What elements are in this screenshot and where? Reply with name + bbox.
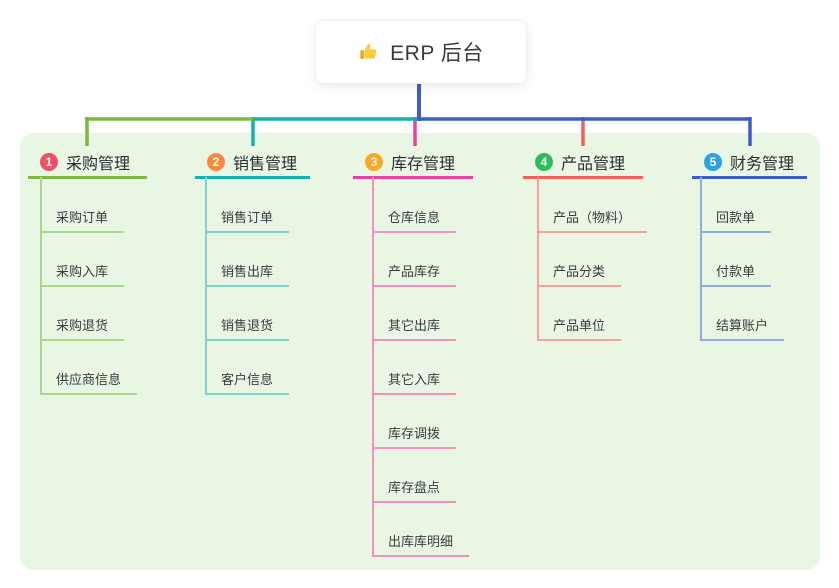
child-row: 回款单	[700, 179, 784, 233]
mindmap-child-node[interactable]: 采购入库	[40, 261, 125, 287]
mindmap-root-node[interactable]: ERP 后台	[315, 20, 527, 84]
branch-children: 采购订单采购入库采购退货供应商信息	[40, 179, 138, 395]
mindmap-branch-node[interactable]: 5 财务管理	[692, 148, 807, 176]
mindmap-child-node[interactable]: 产品库存	[372, 261, 457, 287]
child-row: 库存盘点	[372, 449, 469, 503]
mindmap-child-node[interactable]: 仓库信息	[372, 207, 457, 233]
child-row: 库存调拨	[372, 395, 469, 449]
mindmap-child-node[interactable]: 销售退货	[205, 315, 290, 341]
child-row: 付款单	[700, 233, 784, 287]
mindmap-branch-node[interactable]: 3 库存管理	[353, 148, 473, 176]
child-row: 产品分类	[537, 233, 647, 287]
child-row: 其它入库	[372, 341, 469, 395]
child-row: 仓库信息	[372, 179, 469, 233]
mindmap-branch-node[interactable]: 2 销售管理	[195, 148, 310, 176]
child-row: 销售出库	[205, 233, 290, 287]
branch-number-badge: 2	[207, 153, 225, 171]
child-row: 出库库明细	[372, 503, 470, 557]
branch-number-badge: 3	[365, 153, 383, 171]
mindmap-child-node[interactable]: 供应商信息	[40, 369, 138, 395]
mindmap-child-node[interactable]: 其它出库	[372, 315, 457, 341]
branch-node-label: 采购管理	[66, 156, 131, 173]
branch-number-badge: 4	[535, 153, 553, 171]
branch-node-label: 财务管理	[730, 156, 795, 173]
mindmap-child-node[interactable]: 采购订单	[40, 207, 125, 233]
mindmap-child-node[interactable]: 其它入库	[372, 369, 457, 395]
branch-underline	[353, 176, 473, 179]
mindmap-child-node[interactable]: 销售出库	[205, 261, 290, 287]
child-row: 结算账户	[700, 287, 785, 341]
branch-underline	[195, 176, 310, 179]
mindmap-child-node[interactable]: 采购退货	[40, 315, 125, 341]
branch-children: 仓库信息产品库存其它出库其它入库库存调拨库存盘点出库库明细	[372, 179, 470, 557]
branch-underline	[692, 176, 807, 179]
thumbs-up-icon	[358, 41, 380, 63]
branch-underline	[28, 176, 147, 179]
mindmap-child-node[interactable]: 库存盘点	[372, 477, 457, 503]
child-row: 产品（物料）	[537, 179, 648, 233]
child-row: 客户信息	[205, 341, 290, 395]
mindmap-child-node[interactable]: 产品（物料）	[537, 207, 648, 233]
child-row: 采购退货	[40, 287, 137, 341]
branches-panel	[20, 133, 820, 570]
child-row: 采购订单	[40, 179, 137, 233]
branch-node-label: 产品管理	[561, 156, 626, 173]
child-row: 其它出库	[372, 287, 469, 341]
branch-number-badge: 1	[40, 153, 58, 171]
mindmap-child-node[interactable]: 付款单	[700, 261, 772, 287]
branch-underline	[523, 176, 643, 179]
branch-child-connector	[537, 177, 539, 341]
child-row: 销售退货	[205, 287, 290, 341]
branch-child-connector	[372, 177, 374, 557]
branch-number-badge: 5	[704, 153, 722, 171]
mindmap-branch-node[interactable]: 4 产品管理	[523, 148, 643, 176]
mindmap-child-node[interactable]: 销售订单	[205, 207, 290, 233]
mindmap-child-node[interactable]: 回款单	[700, 207, 772, 233]
mindmap-child-node[interactable]: 产品单位	[537, 315, 622, 341]
mindmap-branch-node[interactable]: 1 采购管理	[28, 148, 147, 176]
branch-children: 销售订单销售出库销售退货客户信息	[205, 179, 290, 395]
mindmap-child-node[interactable]: 库存调拨	[372, 423, 457, 449]
root-node-label: ERP 后台	[390, 42, 484, 65]
branch-children: 回款单付款单结算账户	[700, 179, 785, 341]
child-row: 产品库存	[372, 233, 469, 287]
mindmap-child-node[interactable]: 客户信息	[205, 369, 290, 395]
branch-node-label: 库存管理	[391, 156, 456, 173]
mindmap-child-node[interactable]: 出库库明细	[372, 531, 470, 557]
child-row: 销售订单	[205, 179, 290, 233]
child-row: 产品单位	[537, 287, 647, 341]
branch-node-label: 销售管理	[233, 156, 298, 173]
branch-children: 产品（物料） 产品分类产品单位	[537, 179, 648, 341]
child-row: 采购入库	[40, 233, 137, 287]
child-row: 供应商信息	[40, 341, 138, 395]
mindmap-child-node[interactable]: 结算账户	[700, 315, 785, 341]
branch-child-connector	[700, 177, 702, 341]
mindmap-child-node[interactable]: 产品分类	[537, 261, 622, 287]
